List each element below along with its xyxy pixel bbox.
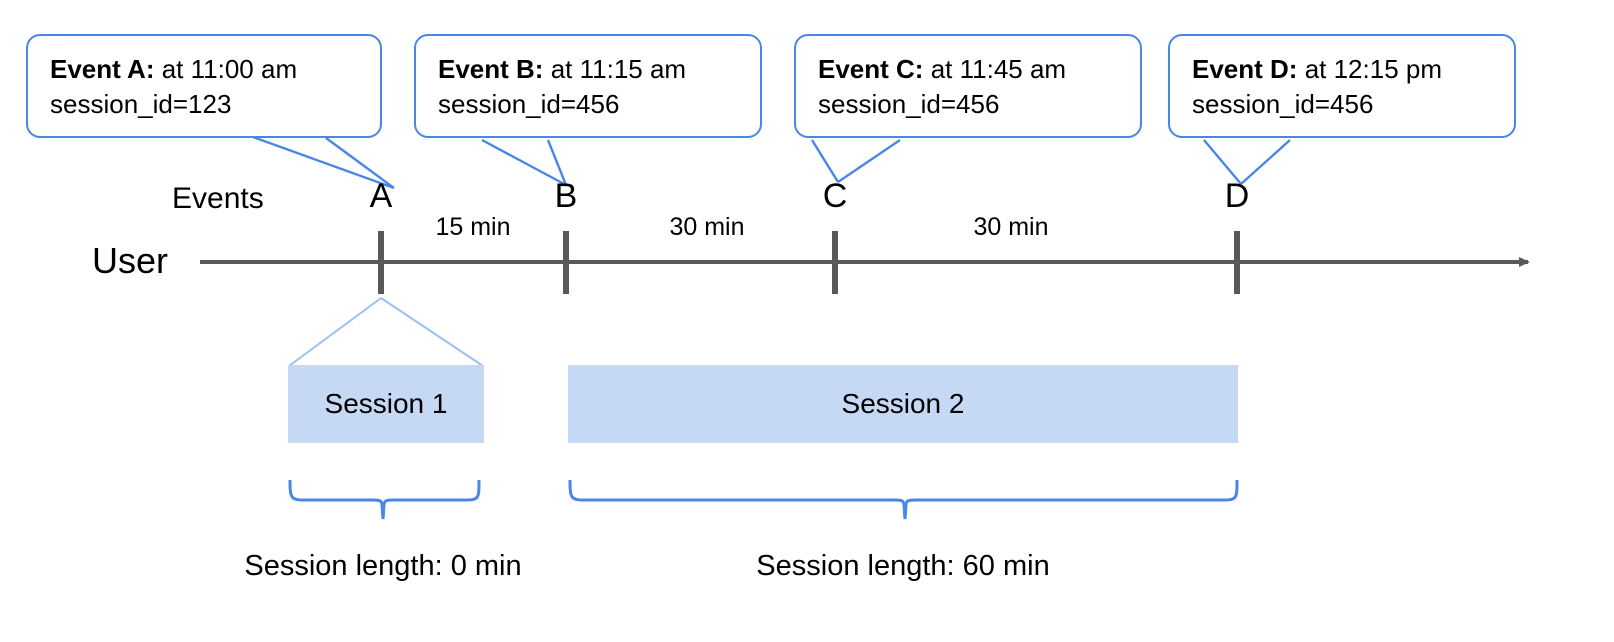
callout-tail-b [481, 138, 568, 187]
session-bar-2[interactable]: Session 2 [568, 365, 1238, 443]
callout-a-lead: Event A: [50, 54, 155, 84]
callout-event-c[interactable]: Event C: at 11:45 am session_id=456 [794, 34, 1142, 138]
callout-b-session: session_id=456 [438, 88, 620, 119]
session1-connector [288, 297, 484, 367]
callout-c-session: session_id=456 [818, 88, 1000, 119]
callout-event-d[interactable]: Event D: at 12:15 pm session_id=456 [1168, 34, 1516, 138]
callout-c-time: at 11:45 am [923, 54, 1067, 84]
callout-tail-a [252, 135, 395, 190]
session1-brace [288, 479, 481, 520]
session-2-length-label: Session length: 60 min [756, 550, 1050, 582]
session-bar-1[interactable]: Session 1 [288, 365, 484, 443]
events-row-label: Events [172, 182, 264, 215]
callout-d-line1: Event D: at 12:15 pm [1192, 52, 1496, 87]
callout-b-lead: Event B: [438, 54, 544, 84]
callout-tail-d [1203, 139, 1291, 185]
session-bar-2-label: Session 2 [841, 388, 965, 419]
callout-d-lead: Event D: [1192, 54, 1298, 84]
event-letter-a: A [369, 177, 393, 215]
event-letter-b: B [554, 177, 578, 215]
callout-tail-c [810, 139, 901, 183]
callout-event-b[interactable]: Event B: at 11:15 am session_id=456 [414, 34, 762, 138]
gap-label-a-b: 15 min [435, 213, 511, 241]
callout-a-session: session_id=123 [50, 88, 232, 119]
session-1-length-label: Session length: 0 min [244, 550, 522, 582]
session2-brace [568, 479, 1239, 520]
callout-a-time: at 11:00 am [154, 54, 298, 84]
callout-c-lead: Event C: [818, 54, 924, 84]
gap-label-b-c: 30 min [669, 213, 745, 241]
callout-b-time: at 11:15 am [543, 54, 687, 84]
session-bar-1-label: Session 1 [324, 388, 448, 419]
callout-c-line1: Event C: at 11:45 am [818, 52, 1122, 87]
callout-event-a[interactable]: Event A: at 11:00 am session_id=123 [26, 34, 382, 138]
gap-label-c-d: 30 min [973, 213, 1049, 241]
callout-d-time: at 12:15 pm [1297, 54, 1443, 84]
callout-b-line1: Event B: at 11:15 am [438, 52, 742, 87]
callout-a-line1: Event A: at 11:00 am [50, 52, 362, 87]
actor-label-user: User [92, 240, 169, 281]
event-letter-d: D [1224, 177, 1250, 215]
callout-d-session: session_id=456 [1192, 88, 1374, 119]
event-letter-c: C [822, 177, 848, 215]
